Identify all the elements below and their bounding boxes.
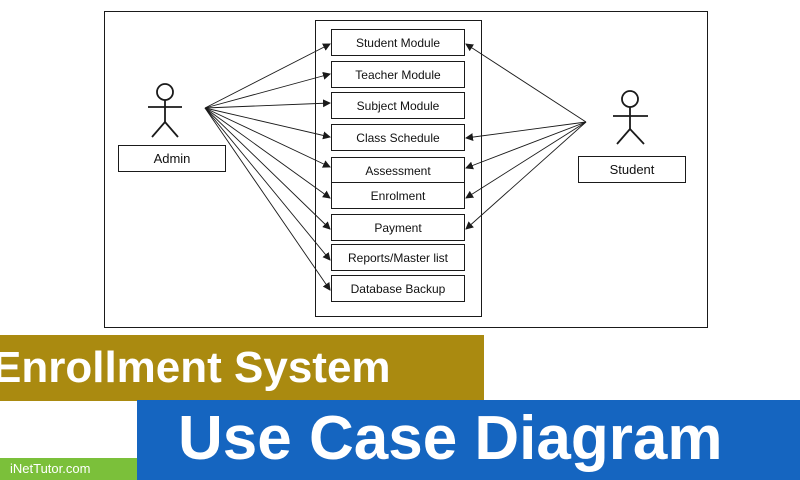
- actor-admin-label: Admin: [153, 151, 191, 166]
- title-band-blue: [137, 400, 800, 480]
- association-admin-database-backup: [204, 107, 331, 291]
- usecase-label: Class Schedule: [356, 130, 440, 145]
- association-student-student-module: [465, 43, 587, 123]
- usecase-teacher-module: Teacher Module: [331, 61, 465, 88]
- association-admin-student-module: [204, 43, 331, 109]
- usecase-payment: Payment: [331, 214, 465, 241]
- actor-student-label: Student: [609, 162, 655, 177]
- actor-student-label-box: Student: [578, 156, 686, 183]
- association-admin-reports-master-list: [204, 107, 331, 261]
- association-admin-teacher-module: [204, 71, 331, 109]
- association-admin-class-schedule: [204, 107, 331, 140]
- brand-band-green: [0, 458, 137, 480]
- usecase-student-module: Student Module: [331, 29, 465, 56]
- association-student-class-schedule: [465, 121, 587, 142]
- title-band-gold: [0, 335, 484, 401]
- usecase-label: Teacher Module: [355, 67, 441, 82]
- usecase-label: Enrolment: [370, 188, 426, 203]
- usecase-enrolment: Enrolment: [331, 182, 465, 209]
- association-admin-enrolment: [204, 107, 331, 199]
- title-use-case-diagram: Use Case Diagram: [178, 404, 723, 473]
- system-boundary: [315, 20, 482, 317]
- diagram-graphics: [148, 43, 648, 291]
- actor-admin-label-box: Admin: [118, 145, 226, 172]
- brand-label: iNetTutor.com: [10, 461, 91, 476]
- association-admin-payment: [204, 107, 331, 230]
- association-student-assessment: [465, 121, 587, 170]
- title-enrollment-system: Enrollment System: [0, 343, 391, 392]
- usecase-subject-module: Subject Module: [331, 92, 465, 119]
- usecase-label: Subject Module: [356, 98, 440, 113]
- admin-stick-figure-icon: [148, 83, 182, 138]
- association-student-payment: [465, 121, 587, 230]
- association-admin-assessment: [204, 107, 331, 168]
- usecase-label: Reports/Master list: [347, 250, 449, 265]
- usecase-database-backup: Database Backup: [331, 275, 465, 302]
- usecase-label: Student Module: [355, 35, 441, 50]
- association-student-enrolment: [465, 121, 587, 199]
- usecase-class-schedule: Class Schedule: [331, 124, 465, 151]
- usecase-reports-master-list: Reports/Master list: [331, 244, 465, 271]
- usecase-label: Assessment: [365, 163, 431, 178]
- association-admin-subject-module: [204, 99, 331, 109]
- usecase-label: Payment: [374, 220, 422, 235]
- student-stick-figure-icon: [613, 90, 648, 145]
- usecase-label: Database Backup: [350, 281, 446, 296]
